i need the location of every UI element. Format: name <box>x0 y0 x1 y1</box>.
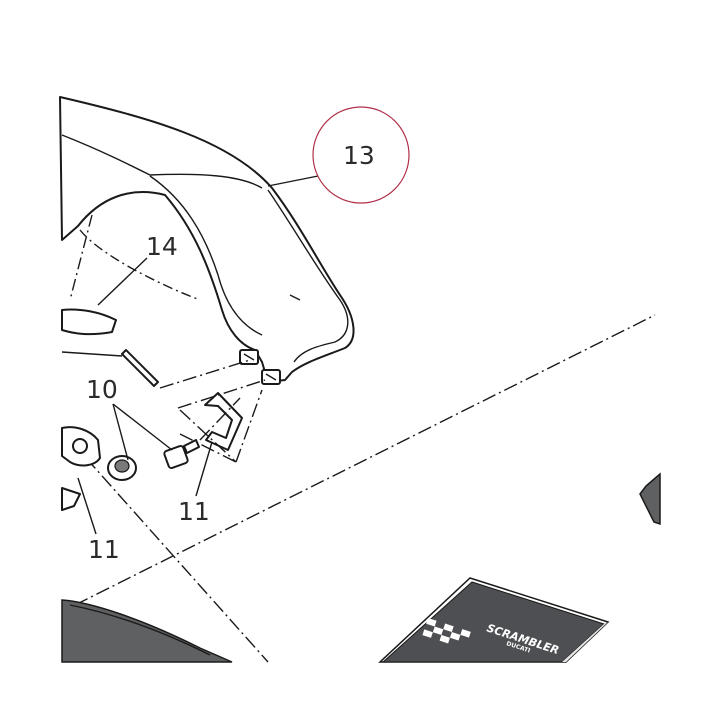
connection-line <box>179 409 237 463</box>
highlight-circle <box>312 106 410 204</box>
cowl-tick <box>289 294 301 301</box>
callout-11-leader <box>195 441 213 497</box>
panel-edge-line <box>69 604 211 656</box>
callout-11-right: 11 <box>178 497 210 526</box>
pin-leader-line <box>61 351 123 357</box>
clip-detail <box>243 353 277 381</box>
grommet-part <box>107 455 137 481</box>
callout-10: 10 <box>86 375 118 404</box>
side-panel-part <box>639 472 661 526</box>
connection-line <box>179 433 237 463</box>
assembly-axis-line <box>69 439 269 663</box>
pin-part <box>121 349 159 387</box>
callout-14: 14 <box>146 232 178 261</box>
cowl-side-trim <box>267 189 349 363</box>
callout-13-leader <box>267 175 319 187</box>
assembly-axis-line <box>74 314 656 606</box>
connection-line <box>199 397 241 441</box>
callout-11-leader <box>77 477 97 535</box>
bolt-part <box>163 439 200 470</box>
tank-panel-part <box>61 599 233 663</box>
cowl-hidden-edge <box>79 229 201 301</box>
callout-14-leader <box>97 257 148 306</box>
mounting-tab-part <box>61 426 101 511</box>
connection-line <box>159 359 251 389</box>
connection-line <box>177 379 266 409</box>
seat-pad-part <box>61 308 117 336</box>
callout-10-leader <box>112 403 129 461</box>
owners-manual: SCRAMBLER DUCATI <box>378 577 610 663</box>
callout-11-left: 11 <box>88 535 120 564</box>
cowl-axis-line <box>69 214 93 301</box>
connection-line <box>235 389 263 463</box>
seat-cowl-part <box>59 96 355 385</box>
callout-13: 13 <box>343 141 375 170</box>
callout-10-leader <box>112 403 173 451</box>
checkered-flag-icon <box>422 618 471 644</box>
cowl-inner-rim <box>149 175 263 336</box>
cowl-edge-line <box>61 134 263 189</box>
